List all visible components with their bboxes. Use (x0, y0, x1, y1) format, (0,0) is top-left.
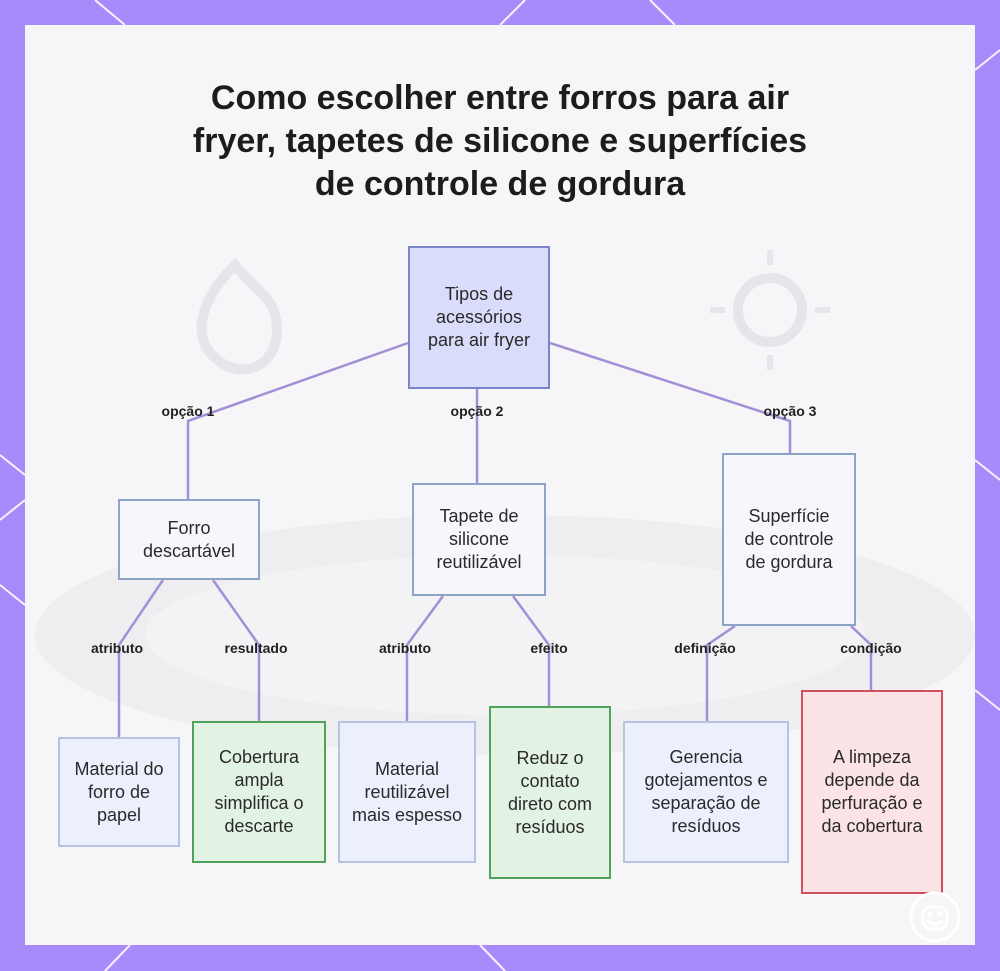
diagram-card: Como escolher entre forros para air frye… (25, 25, 975, 945)
node-material-reutilizavel-label: Material reutilizável mais espesso (351, 758, 463, 825)
node-material-papel: Material do forro de papel (58, 737, 180, 847)
edge-label-condicao: condição (840, 640, 902, 656)
node-superficie-label: Superfície de controle de gordura (744, 506, 834, 572)
node-cobertura-label: Cobertura ampla simplifica o descarte (214, 747, 304, 836)
node-gerencia-gotejamentos: Gerencia gotejamentos e separação de res… (623, 721, 789, 863)
connector-root-superficie (549, 341, 792, 453)
node-forro-descartavel: Forro descartável (118, 499, 260, 580)
connector-superficie-gerencia (705, 624, 736, 721)
connector-lines (117, 341, 873, 737)
node-cobertura-ampla: Cobertura ampla simplifica o descarte (192, 721, 326, 863)
node-material-reutilizavel: Material reutilizável mais espesso (338, 721, 476, 863)
edge-label-definicao: definição (674, 640, 736, 656)
connector-forro-material (117, 579, 165, 737)
node-tapete-label: Tapete de silicone reutilizável (436, 506, 522, 572)
node-reduz-contato: Reduz o contato direto com resíduos (489, 706, 611, 879)
node-limpeza-label: A limpeza depende da perfuração e da cob… (821, 747, 923, 836)
edge-label-opcao-1: opção 1 (161, 403, 215, 419)
edge-label-atributo-1: atributo (90, 640, 144, 656)
edge-label-atributo-2: atributo (378, 640, 432, 656)
node-reduz-label: Reduz o contato direto com resíduos (507, 747, 593, 837)
edge-label-opcao-3: opção 3 (763, 403, 817, 419)
node-forro-label: Forro descartável (142, 517, 236, 561)
edge-label-resultado: resultado (224, 640, 288, 656)
node-limpeza-depende: A limpeza depende da perfuração e da cob… (801, 690, 943, 894)
node-root: Tipos de acessórios para air fryer (408, 246, 550, 389)
connector-forro-cobertura (211, 579, 261, 721)
connector-tapete-material (405, 595, 445, 721)
edge-label-efeito: efeito (530, 640, 568, 656)
connector-tapete-reduz (511, 595, 551, 706)
connector-root-forro (186, 341, 409, 499)
diagram-title: Como escolher entre forros para air frye… (192, 79, 808, 203)
node-gerencia-label: Gerencia gotejamentos e separação de res… (644, 747, 768, 836)
node-tapete-silicone: Tapete de silicone reutilizável (412, 483, 546, 596)
node-material-papel-label: Material do forro de papel (74, 758, 164, 825)
smiley-logo-icon (909, 891, 961, 943)
connector-superficie-limpeza (850, 625, 873, 690)
node-root-label: Tipos de acessórios para air fryer (427, 284, 531, 350)
edge-label-opcao-2: opção 2 (450, 403, 504, 419)
node-superficie-gordura: Superfície de controle de gordura (722, 453, 856, 626)
